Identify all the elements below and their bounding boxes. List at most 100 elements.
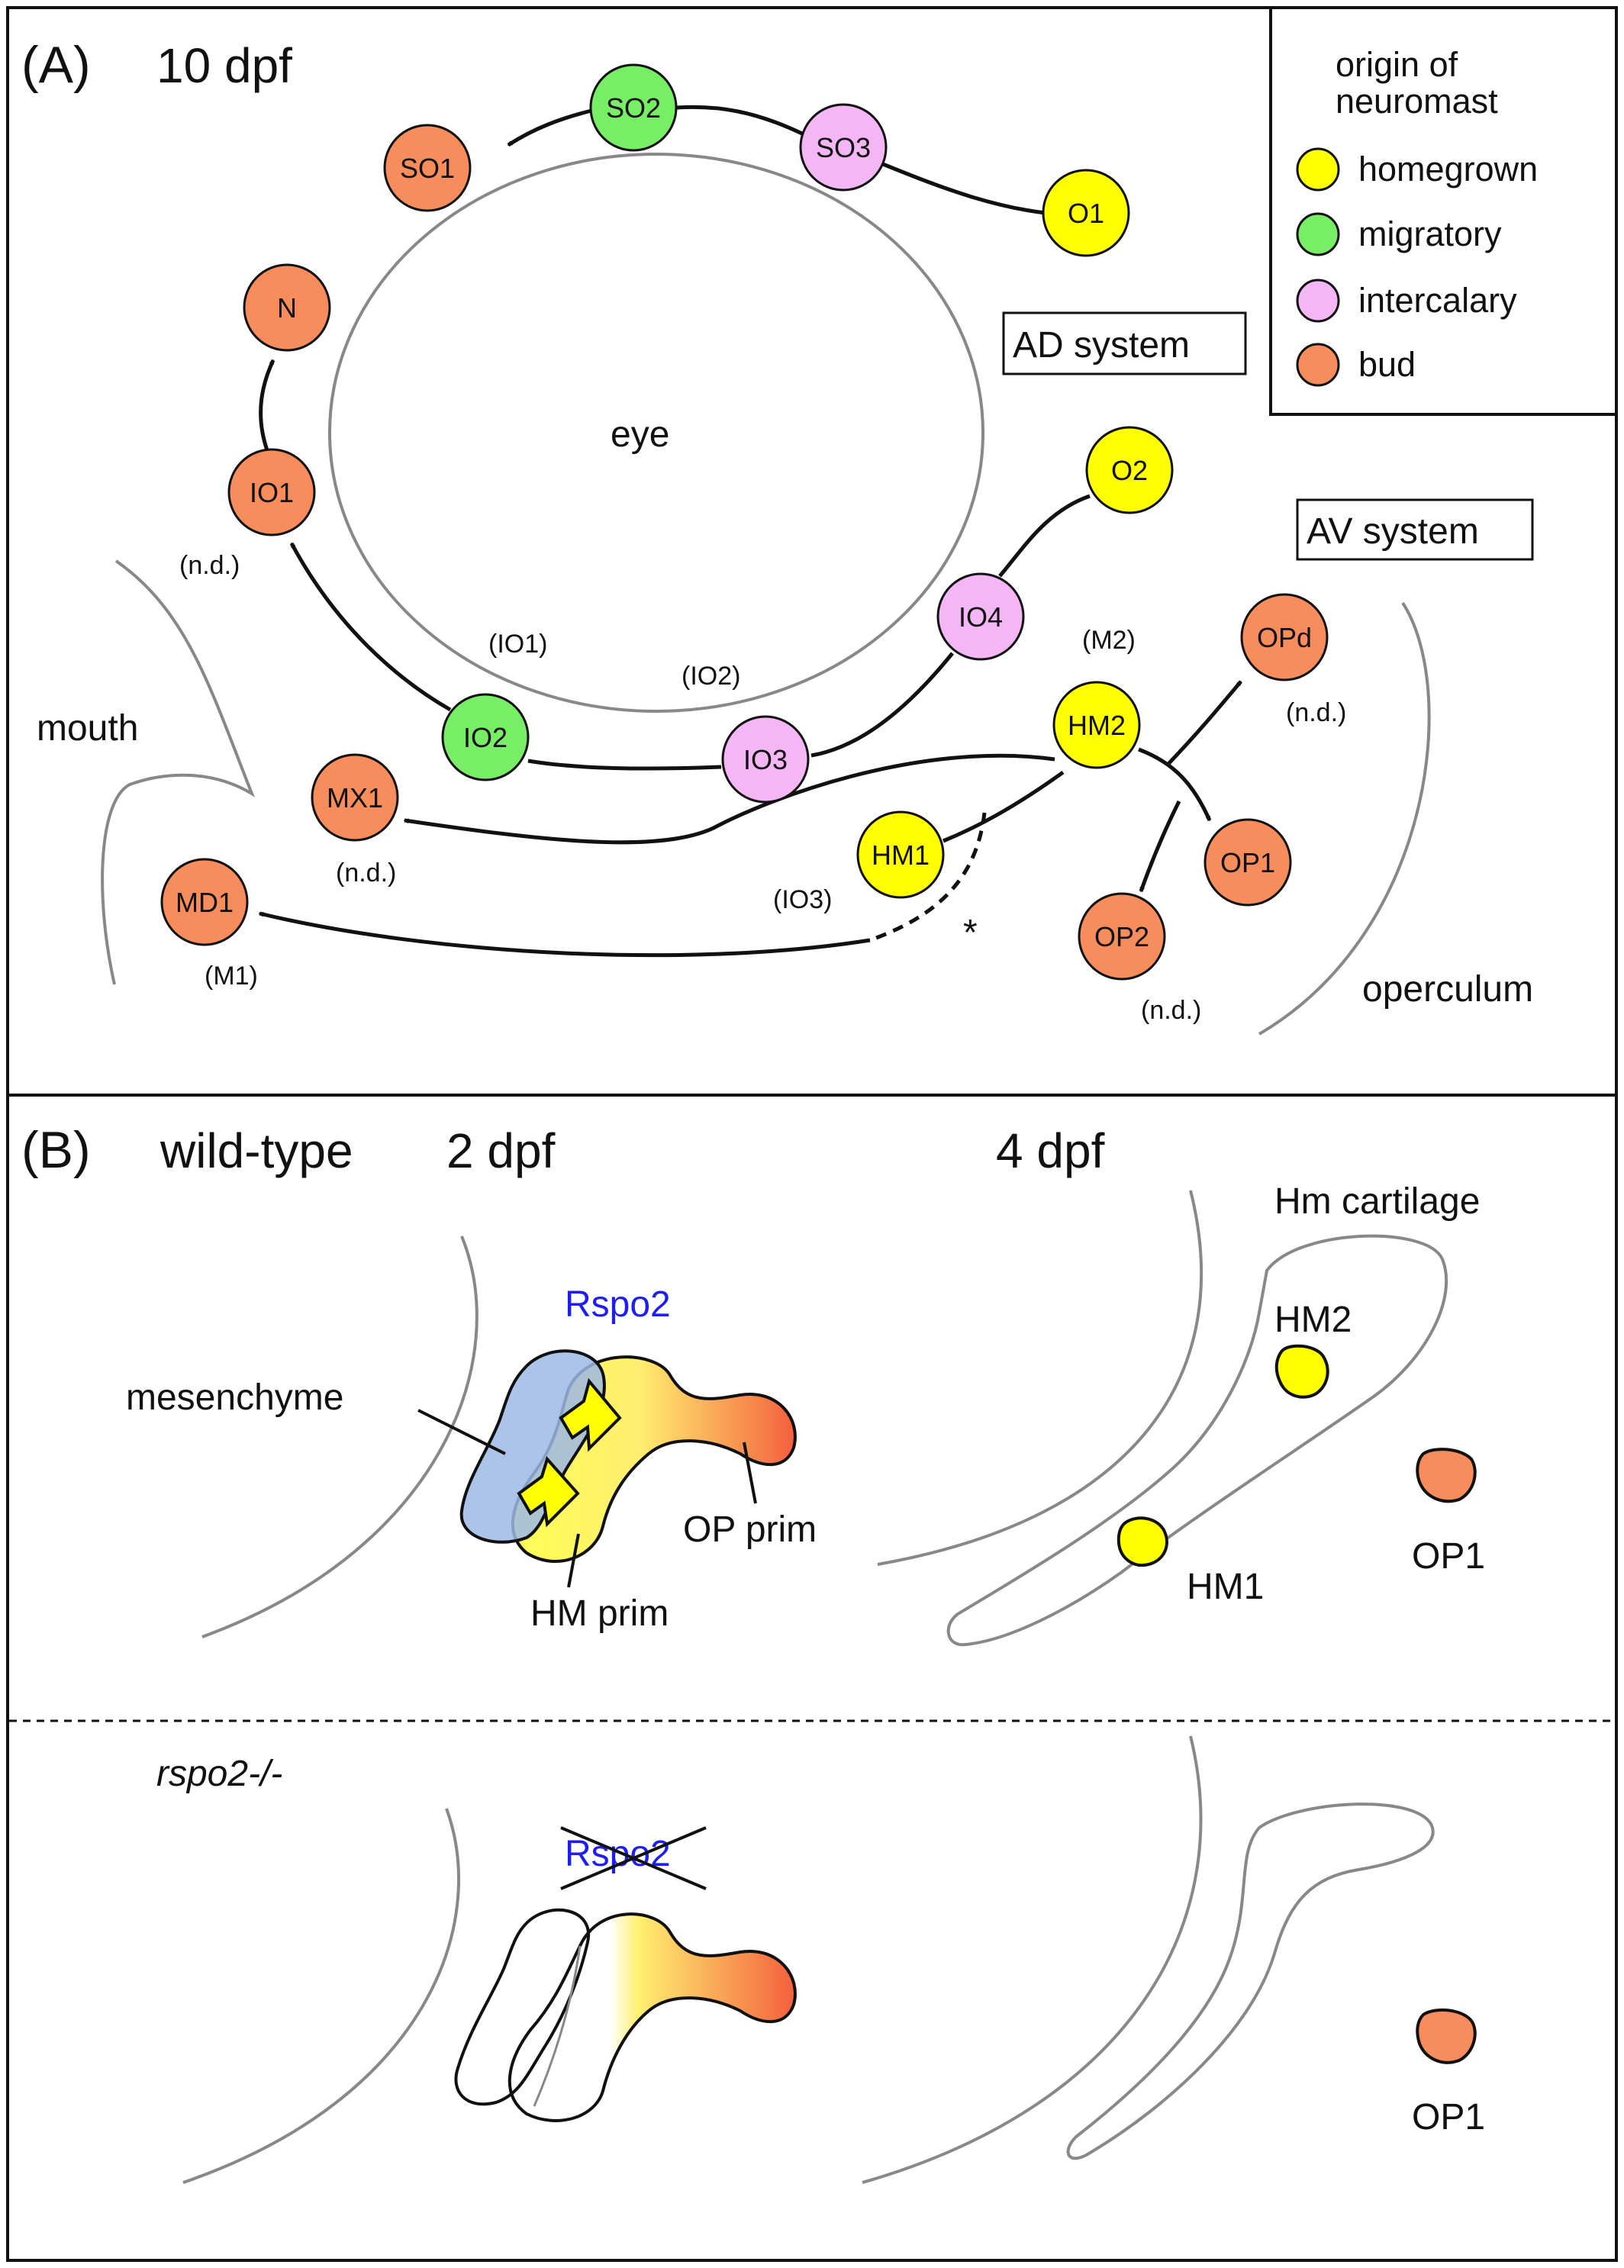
genotype-wild-type: wild-type <box>160 1123 353 1178</box>
path-to-op2 <box>1139 800 1181 891</box>
path-so2-so1 <box>507 108 592 147</box>
neuromast-md1-circle <box>160 858 249 946</box>
neuromast-so1: SO1 <box>383 124 472 212</box>
path-so3-so2 <box>676 105 808 138</box>
neuromast-so1-circle <box>383 124 472 212</box>
neuromast-so2: SO2 <box>589 63 678 152</box>
neuromast-io4: IO4 <box>936 572 1025 661</box>
legend-title-line1: origin of <box>1336 45 1458 84</box>
wt-mesenchyme <box>459 1349 606 1544</box>
mut-hm-prim <box>508 1912 797 2122</box>
neuromast-n: N <box>243 263 331 352</box>
hm-prim-leader <box>567 1533 580 1588</box>
annotation-io1-alt: (IO1) <box>488 630 547 659</box>
panel-b-frame <box>6 1094 1618 2262</box>
neuromast-so3: SO3 <box>799 103 888 192</box>
wt-2dpf-head-outline <box>201 1235 478 1638</box>
stage-2dpf: 2 dpf <box>446 1123 556 1178</box>
neuromast-io1: IO1 <box>227 448 316 536</box>
annotation-io3-alt: (IO3) <box>773 885 832 914</box>
path-hm2-op1 <box>1138 747 1212 820</box>
op-prim-label: OP prim <box>683 1509 817 1550</box>
annotation-nd-mx1: (n.d.) <box>336 859 396 888</box>
neuromast-so1-label: SO1 <box>400 153 455 184</box>
neuromast-md1: MD1 <box>160 858 249 946</box>
wt-hm2-blob <box>1274 1344 1329 1399</box>
annotation-m2: (M2) <box>1082 626 1136 655</box>
neuromast-op2-label: OP2 <box>1094 921 1149 952</box>
annotation-nd-io1: (n.d.) <box>179 551 240 580</box>
path-hm2-mx1 <box>404 753 1055 845</box>
neuromast-n-circle <box>243 263 331 352</box>
operculum-outline <box>1258 601 1431 1036</box>
neuromast-o1: O1 <box>1042 169 1130 257</box>
neuromast-mx1: MX1 <box>311 753 399 842</box>
neuromast-io2-circle <box>441 693 530 781</box>
rspo2-cross-line-2 <box>560 1826 707 1890</box>
legend-title-line2: neuromast <box>1336 82 1498 121</box>
neuromast-hm1-circle <box>856 810 945 899</box>
neuromast-opd: OPd <box>1240 593 1329 681</box>
path-o2-io4 <box>998 494 1091 578</box>
wt-hm1-blob <box>1116 1516 1168 1567</box>
neuromast-io1-circle <box>227 448 316 536</box>
panel-b: (B) wild-type 2 dpf 4 dpf Rspo2 mesenchy… <box>21 1121 1485 2184</box>
neuromast-hm1-label: HM1 <box>872 839 930 871</box>
annotation-nd-op2: (n.d.) <box>1141 996 1201 1025</box>
annotation-nd-opd: (n.d.) <box>1286 698 1346 727</box>
annotation-m1: (M1) <box>205 962 258 991</box>
neuromast-o1-label: O1 <box>1068 198 1104 229</box>
wt-4dpf-head-outline <box>877 1190 1203 1566</box>
av-system-label: AV system <box>1307 511 1479 552</box>
neuromast-op1: OP1 <box>1204 818 1292 907</box>
neuromast-io2: IO2 <box>441 693 530 781</box>
mut-4dpf-head-outline <box>862 1735 1203 2184</box>
panel-a: (A) 10 dpf origin of neuromast homegrown… <box>21 6 1618 1036</box>
legend: origin of neuromast homegrown migratory … <box>1269 6 1618 416</box>
mut-op1-label: OP1 <box>1412 2097 1485 2138</box>
mouth-outline <box>101 559 256 985</box>
hm-cartilage-label: Hm cartilage <box>1274 1181 1480 1222</box>
eye-outline <box>328 153 984 713</box>
annotation-asterisk: * <box>963 913 978 953</box>
mut-mesenchyme-outline <box>454 1908 591 2106</box>
neuromast-opd-circle <box>1240 593 1329 681</box>
operculum-label: operculum <box>1362 969 1533 1010</box>
hm-prim-label: HM prim <box>530 1593 669 1634</box>
legend-swatch-migratory <box>1296 212 1340 256</box>
wt-op1-label: OP1 <box>1412 1536 1485 1577</box>
neuromast-io4-label: IO4 <box>959 601 1003 633</box>
neuromast-so2-label: SO2 <box>606 92 661 124</box>
legend-label-intercalary: intercalary <box>1358 281 1517 320</box>
legend-swatch-intercalary <box>1296 279 1340 323</box>
mouth-label: mouth <box>37 708 138 749</box>
legend-label-homegrown: homegrown <box>1358 150 1538 188</box>
neuromast-hm2-circle <box>1052 681 1141 769</box>
wt-hm1-label: HM1 <box>1187 1567 1264 1607</box>
neuromast-hm2-label: HM2 <box>1068 710 1126 741</box>
path-io2-io1 <box>289 543 452 712</box>
neuromast-mx1-circle <box>311 753 399 842</box>
neuromast-op1-label: OP1 <box>1220 847 1275 878</box>
path-io1-n <box>259 360 276 451</box>
mut-prim-gray-edge <box>533 1945 582 2107</box>
neuromast-n-label: N <box>277 292 297 324</box>
neuromast-md1-label: MD1 <box>176 887 234 918</box>
neuromast-opd-label: OPd <box>1257 622 1312 653</box>
neuromast-io3-label: IO3 <box>743 744 788 775</box>
legend-label-migratory: migratory <box>1358 214 1502 253</box>
legend-swatch-homegrown <box>1296 147 1340 192</box>
stage-4dpf: 4 dpf <box>996 1123 1105 1178</box>
neuromast-io2-label: IO2 <box>463 722 508 753</box>
mut-op1-blob <box>1416 2008 1477 2064</box>
rspo2-arrow-lower <box>517 1456 580 1528</box>
mut-hm-cartilage-outline <box>1066 1802 1435 2160</box>
panel-a-stage: 10 dpf <box>156 38 292 93</box>
neuromast-mx1-label: MX1 <box>327 782 383 813</box>
wt-hm2-label: HM2 <box>1274 1300 1352 1340</box>
neuromast-o1-circle <box>1042 169 1130 257</box>
neuromast-io4-circle <box>936 572 1025 661</box>
neuromast-op2: OP2 <box>1078 892 1166 981</box>
mut-2dpf-head-outline <box>182 1808 460 2184</box>
